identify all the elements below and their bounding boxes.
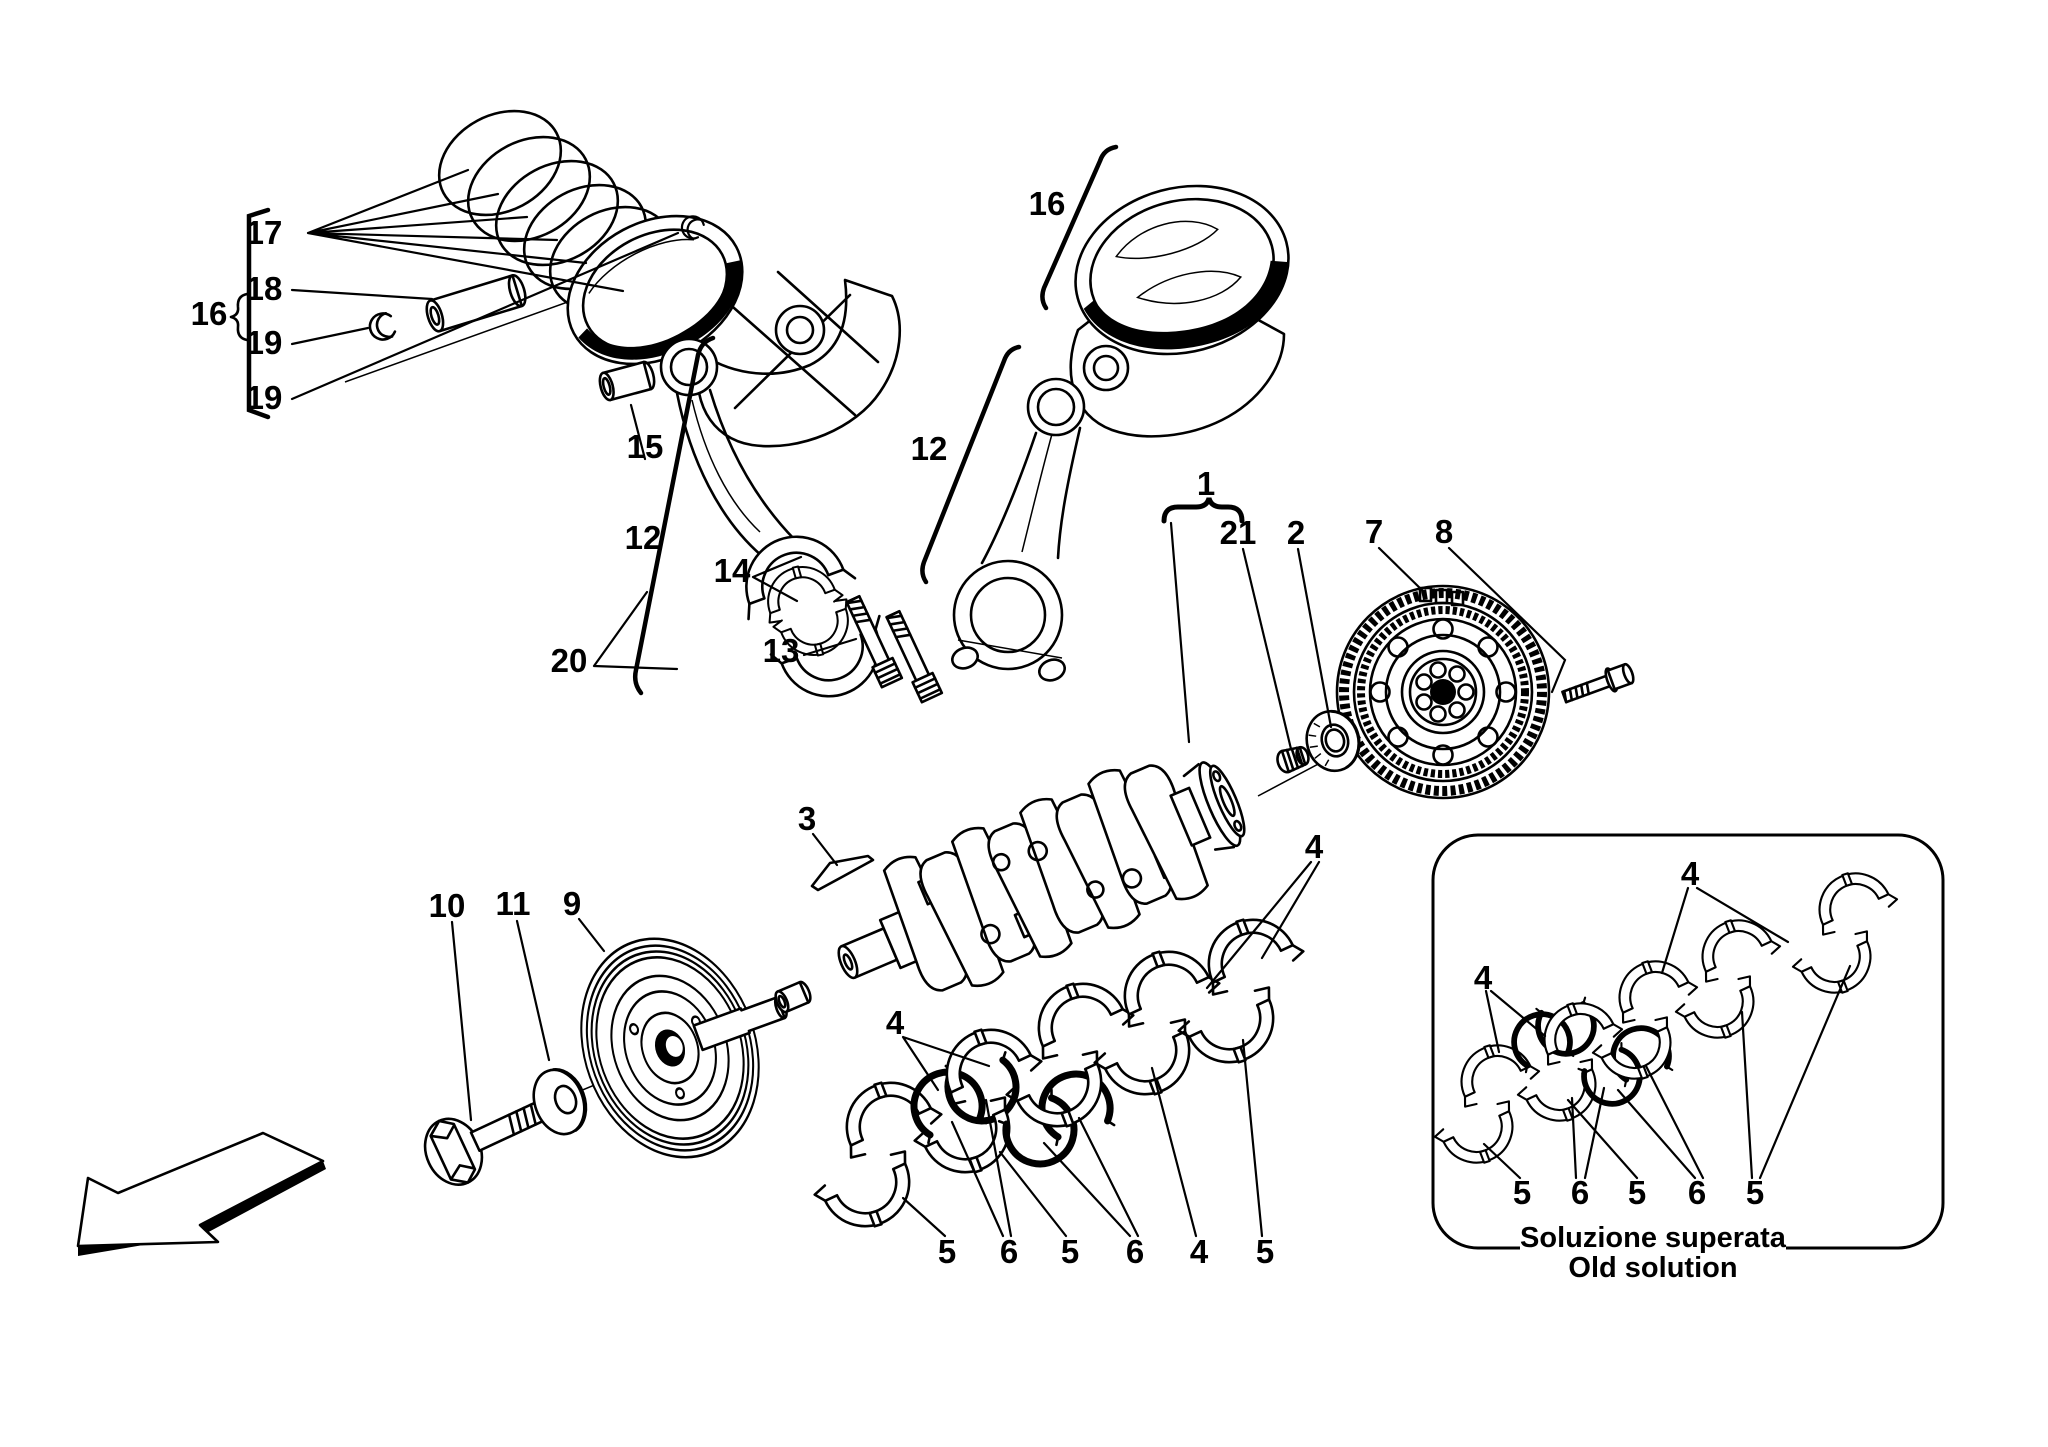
callout-label-19: 19 [246, 324, 283, 361]
callout-label-12: 12 [625, 519, 662, 556]
woodruff-key [810, 854, 875, 892]
pulley-washer [532, 1068, 588, 1136]
assembly-axis-lines [344, 257, 1438, 1114]
crank-pulley [580, 937, 788, 1159]
callout-label-5: 5 [1746, 1174, 1764, 1211]
circlip [680, 215, 705, 240]
callout-label-5: 5 [1256, 1233, 1274, 1270]
small-end-bushing [598, 360, 656, 402]
callout-label-18: 18 [246, 270, 283, 307]
piston-right [1069, 184, 1290, 438]
piston-left [566, 214, 901, 448]
flywheel [1335, 584, 1551, 800]
callout-label-4: 4 [886, 1004, 905, 1041]
callout-label-14: 14 [714, 552, 751, 589]
callout-label-6: 6 [1688, 1174, 1706, 1211]
callout-label-19: 19 [246, 379, 283, 416]
piston-pin [425, 273, 527, 333]
callout-label-8: 8 [1435, 513, 1453, 550]
callout-label-10: 10 [429, 887, 466, 924]
callout-label-21: 21 [1220, 514, 1257, 551]
callout-label-16: 16 [191, 295, 228, 332]
circlip [368, 312, 397, 341]
callout-label-3: 3 [798, 800, 816, 837]
pilot-bearing [1305, 709, 1361, 773]
inset-caption-english: Old solution [1568, 1252, 1737, 1284]
callout-label-5: 5 [1513, 1174, 1531, 1211]
callout-label-4: 4 [1190, 1233, 1209, 1270]
flywheel-bolt [1561, 662, 1635, 704]
callout-label-11: 11 [496, 885, 531, 922]
callout-label-6: 6 [1126, 1233, 1144, 1270]
callout-label-16: 16 [1029, 185, 1066, 222]
callout-label-12: 12 [911, 430, 948, 467]
inset-caption-italian: Soluzione superata [1520, 1222, 1787, 1254]
callout-label-2: 2 [1287, 514, 1305, 551]
callout-label-9: 9 [563, 885, 581, 922]
callout-label-6: 6 [1000, 1233, 1018, 1270]
rod-bolts [845, 594, 944, 704]
callout-label-7: 7 [1365, 513, 1383, 550]
callout-label-4: 4 [1681, 855, 1700, 892]
callout-label-5: 5 [938, 1233, 956, 1270]
callout-label-4: 4 [1305, 828, 1324, 865]
crankshaft [837, 759, 1246, 997]
caption-backing [1520, 1230, 1786, 1254]
callout-label-5: 5 [1061, 1233, 1079, 1270]
callout-label-13: 13 [763, 632, 800, 669]
callout-label-1: 1 [1197, 465, 1215, 502]
callout-label-4: 4 [1474, 959, 1493, 996]
callout-label-5: 5 [1628, 1174, 1646, 1211]
direction-arrow [76, 1131, 326, 1256]
callout-label-15: 15 [627, 428, 664, 465]
connecting-rod-right [951, 377, 1086, 682]
pilot-bushing [1276, 745, 1310, 774]
spacer [774, 980, 812, 1014]
connecting-rod-left [659, 337, 857, 621]
callout-label-17: 17 [246, 214, 283, 251]
leader-lines [290, 168, 1852, 1238]
callout-label-20: 20 [551, 642, 588, 679]
callout-label-6: 6 [1571, 1174, 1589, 1211]
group-brackets [229, 144, 1245, 696]
